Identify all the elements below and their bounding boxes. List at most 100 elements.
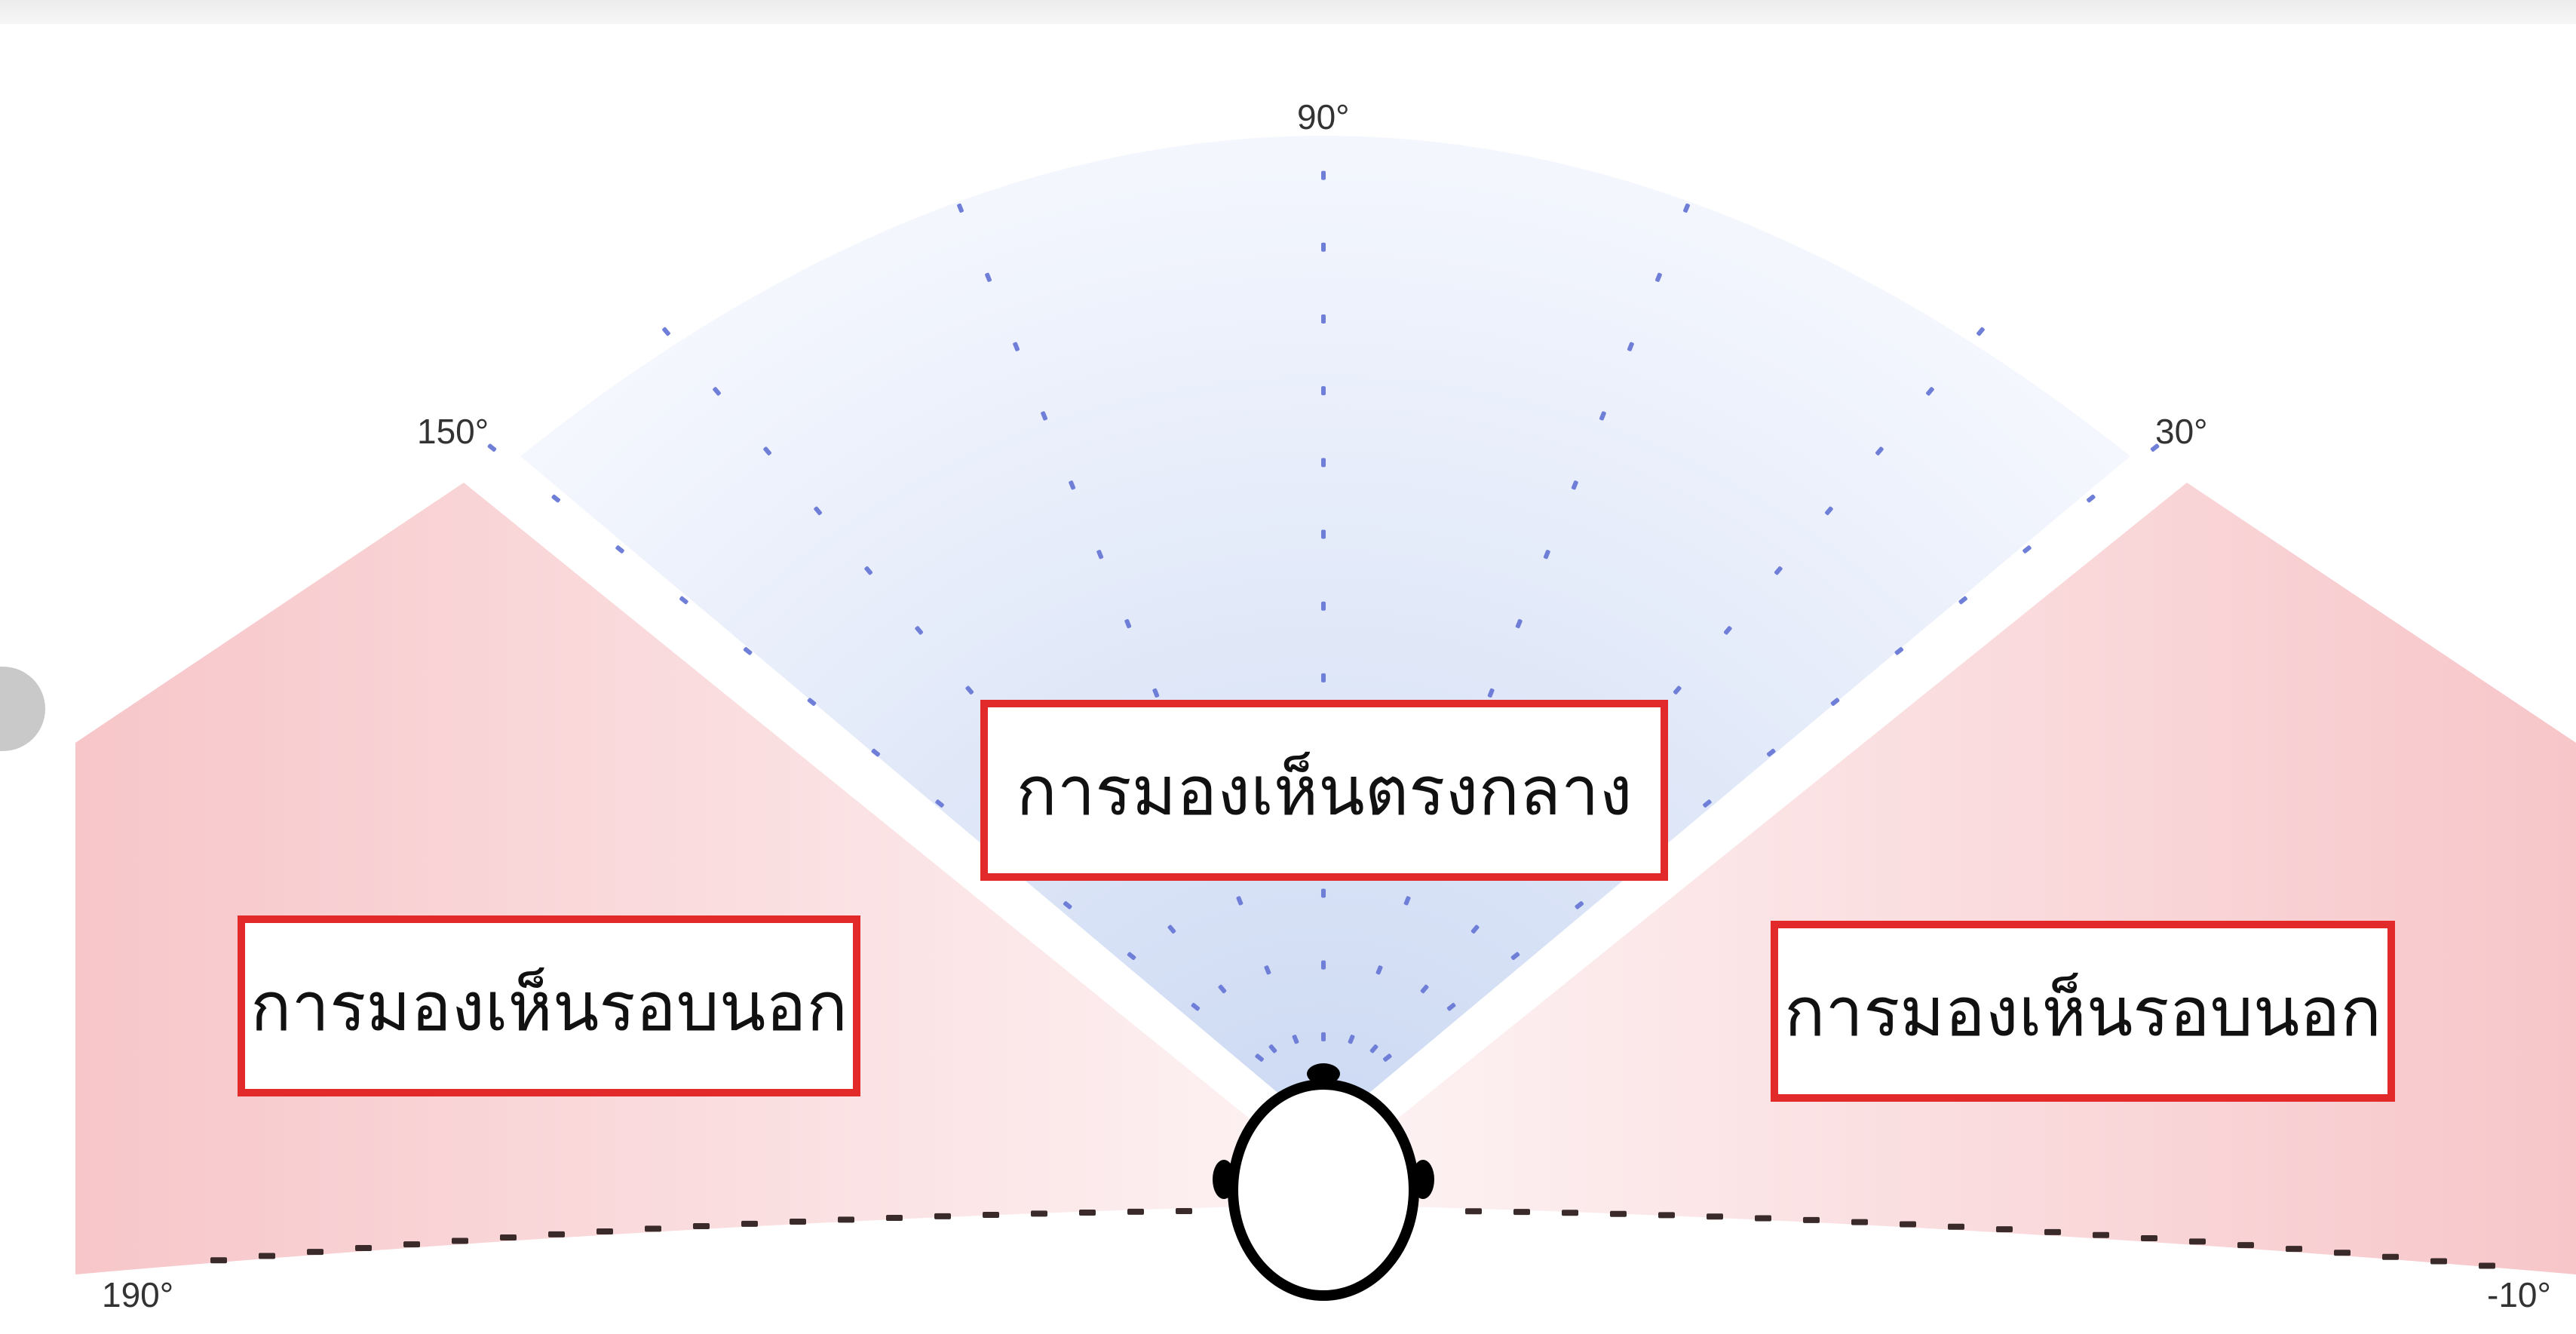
horizon-dot — [403, 1241, 420, 1248]
horizon-dot — [2189, 1238, 2206, 1245]
gridline-dot — [1774, 566, 1783, 575]
horizon-dot — [645, 1225, 661, 1232]
top-bar — [0, 0, 2576, 24]
gridline-dot — [814, 506, 822, 516]
horizon-dot — [1948, 1223, 1964, 1230]
horizon-dot — [500, 1234, 517, 1241]
horizon-dot — [1996, 1226, 2013, 1233]
gridline-dot — [1510, 952, 1520, 961]
gridline-dot — [1515, 618, 1523, 629]
horizon-dot — [1851, 1219, 1868, 1225]
gridline-dot — [965, 685, 974, 695]
gridline-dot — [743, 647, 753, 655]
gridline-dot — [1571, 480, 1578, 490]
gridline-dot — [864, 566, 873, 575]
gridline-dot — [1655, 272, 1662, 282]
horizon-dot — [2141, 1234, 2157, 1241]
gridline-dot — [1420, 984, 1429, 994]
horizon-dot — [2382, 1253, 2399, 1260]
gridline-dot — [1268, 1044, 1277, 1053]
head-outline — [1228, 1079, 1419, 1301]
gridline-dot — [1825, 506, 1833, 516]
head-nose — [1307, 1063, 1340, 1084]
gridline-dot — [1958, 596, 1967, 605]
gridline-dot — [1236, 896, 1244, 906]
gridline-dot — [1348, 1035, 1355, 1044]
gridline-dot — [1167, 925, 1176, 934]
gridline-dot — [1487, 688, 1495, 698]
gridline-dot — [1976, 327, 1985, 336]
gridline-dot — [1321, 386, 1326, 396]
gridline-dot — [1375, 965, 1383, 975]
gridline-dot — [1292, 1035, 1299, 1044]
horizon-dot — [2430, 1258, 2447, 1265]
horizon-dot — [983, 1211, 999, 1218]
gridline-dot — [1627, 342, 1634, 351]
gridline-dot — [763, 446, 771, 455]
gridline-dot — [1673, 685, 1682, 695]
horizon-dot — [596, 1228, 613, 1235]
gridline-dot — [1321, 314, 1326, 324]
horizon-dot — [1658, 1212, 1675, 1219]
gridline-dot — [1041, 411, 1048, 421]
gridline-dot — [1766, 748, 1776, 757]
horizon-dot — [790, 1218, 806, 1225]
horizon-dot — [548, 1231, 565, 1237]
gridline-dot — [615, 545, 624, 554]
gridline-dot — [1369, 1044, 1378, 1053]
horizon-dot — [2334, 1250, 2351, 1256]
gridline-dot — [713, 387, 721, 396]
horizon-dot — [259, 1253, 275, 1259]
angle-label-30: 30° — [2155, 412, 2208, 451]
gridline-dot — [1543, 550, 1550, 560]
horizon-dot — [355, 1244, 372, 1251]
gridline-dot — [957, 203, 964, 213]
gridline-dot — [1127, 952, 1136, 961]
gridline-dot — [2150, 443, 2160, 452]
peripheral-vision-right-label-box: การมองเห็นรอบนอก — [1771, 921, 2395, 1102]
horizon-dot — [1803, 1216, 1820, 1223]
angle-label-150: 150° — [417, 412, 489, 451]
gridline-dot — [1191, 1002, 1201, 1011]
horizon-dot — [2286, 1246, 2302, 1253]
horizon-dot — [693, 1222, 710, 1229]
gridline-dot — [1321, 960, 1326, 970]
gridline-dot — [1683, 203, 1690, 213]
horizon-dot — [2044, 1228, 2061, 1235]
head-icon — [1213, 1063, 1434, 1301]
gridline-dot — [1599, 411, 1606, 421]
peripheral-vision-right-label: การมองเห็นรอบนอก — [1784, 972, 2381, 1052]
gridline-dot — [1830, 698, 1840, 707]
gridline-dot — [679, 596, 688, 605]
gridline-dot — [1926, 387, 1934, 396]
horizon-dot — [1562, 1210, 1578, 1216]
gridline-dot — [1321, 529, 1326, 539]
horizon-dot — [1465, 1208, 1482, 1215]
horizon-dot — [1127, 1208, 1144, 1215]
angle-label-90: 90° — [1297, 97, 1350, 136]
horizon-dot — [838, 1216, 854, 1223]
central-field — [520, 136, 2130, 1131]
gridline-dot — [1383, 1053, 1392, 1062]
gridline-dot — [1069, 480, 1076, 490]
horizon-dot — [1755, 1215, 1771, 1222]
central-vision-label: การมองเห็นตรงกลาง — [1016, 751, 1633, 831]
gridline-dot — [1321, 170, 1326, 180]
horizon-dot — [2093, 1231, 2109, 1238]
horizon-dot — [886, 1214, 903, 1221]
gridline-dot — [1096, 550, 1104, 560]
gridline-dot — [1470, 925, 1480, 934]
horizon-dot — [741, 1220, 758, 1227]
gridline-dot — [871, 748, 881, 757]
gridline-dot — [662, 327, 670, 336]
horizon-dot — [1176, 1208, 1192, 1215]
gridline-dot — [1063, 901, 1072, 909]
peripheral-vision-left-label-box: การมองเห็นรอบนอก — [238, 915, 860, 1096]
horizon-dot — [452, 1237, 468, 1244]
gridline-dot — [1124, 618, 1132, 629]
horizon-dot — [934, 1213, 951, 1219]
gridline-dot — [1321, 242, 1326, 252]
gridline-dot — [1321, 888, 1326, 898]
gridline-dot — [2022, 545, 2032, 554]
